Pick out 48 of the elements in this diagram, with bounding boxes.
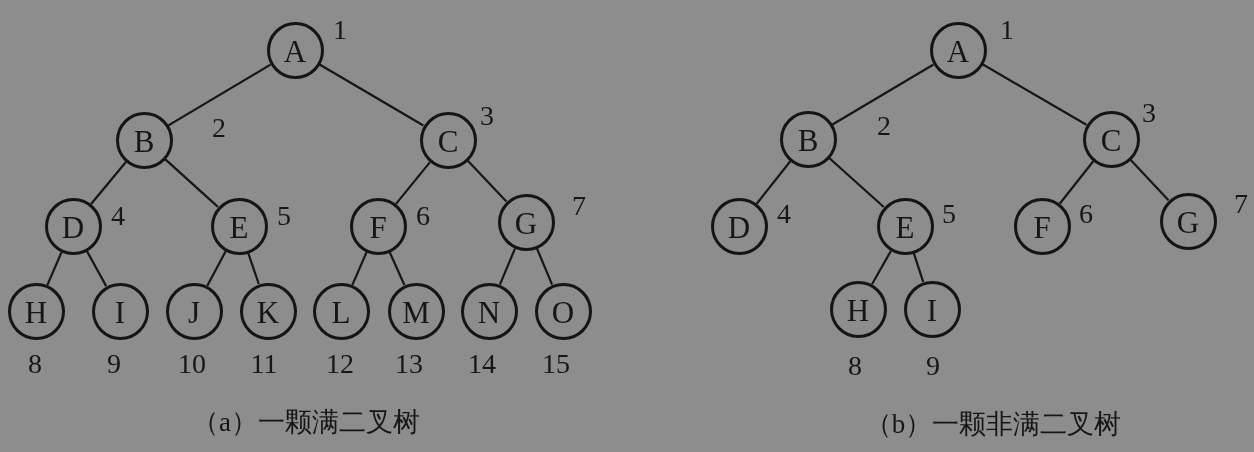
node-number: 3: [1142, 99, 1156, 127]
subfigure-caption: （a）一颗满二叉树: [192, 408, 420, 436]
tree-edge-line: [466, 159, 508, 203]
tree-edge-line: [90, 161, 127, 205]
tree-edge-line: [831, 63, 935, 126]
tree-edge-line: [871, 250, 892, 285]
tree-edge-line: [912, 252, 925, 283]
tree-edge-line: [164, 158, 219, 208]
tree-edge-line: [351, 251, 368, 286]
tree-edge-line: [828, 157, 885, 208]
tree-edge-line: [1058, 160, 1095, 205]
tree-edge-line: [498, 247, 517, 286]
node-number: 1: [1000, 16, 1014, 44]
node-number: 5: [277, 202, 291, 230]
tree-edge-line: [85, 250, 108, 287]
node-number: 7: [1234, 190, 1248, 218]
node-number: 10: [178, 350, 206, 378]
tree-edge-line: [388, 251, 406, 286]
node-number: 4: [111, 202, 125, 230]
node-number: 8: [28, 350, 42, 378]
node-number: 12: [326, 350, 354, 378]
node-number: 15: [542, 350, 570, 378]
node-number: 9: [107, 350, 121, 378]
tree-edge-line: [982, 63, 1087, 126]
node-number: 6: [416, 202, 430, 230]
tree-edge-line: [46, 251, 63, 286]
tree-edge-line: [755, 160, 792, 205]
node-number: 6: [1079, 200, 1093, 228]
node-number: 1: [333, 16, 347, 44]
node-number: 3: [480, 102, 494, 130]
tree-edge-line: [535, 247, 554, 286]
node-number: 5: [942, 200, 956, 228]
node-number: 2: [877, 112, 891, 140]
node-number: 8: [848, 352, 862, 380]
node-number: 14: [468, 350, 496, 378]
node-number: 2: [212, 114, 226, 142]
tree-edge-line: [247, 252, 260, 285]
node-number: 11: [250, 350, 278, 378]
node-number: 13: [395, 350, 423, 378]
subfigure-caption: （b）一颗非满二叉树: [864, 410, 1122, 438]
tree-edge-line: [206, 250, 227, 287]
tree-edge-line: [319, 63, 424, 127]
tree-edge-line: [395, 161, 431, 205]
tree-edge-line: [167, 63, 272, 127]
node-number: 7: [572, 192, 586, 220]
tree-edge-line: [1129, 159, 1170, 201]
node-number: 4: [777, 200, 791, 228]
node-number: 9: [926, 352, 940, 380]
